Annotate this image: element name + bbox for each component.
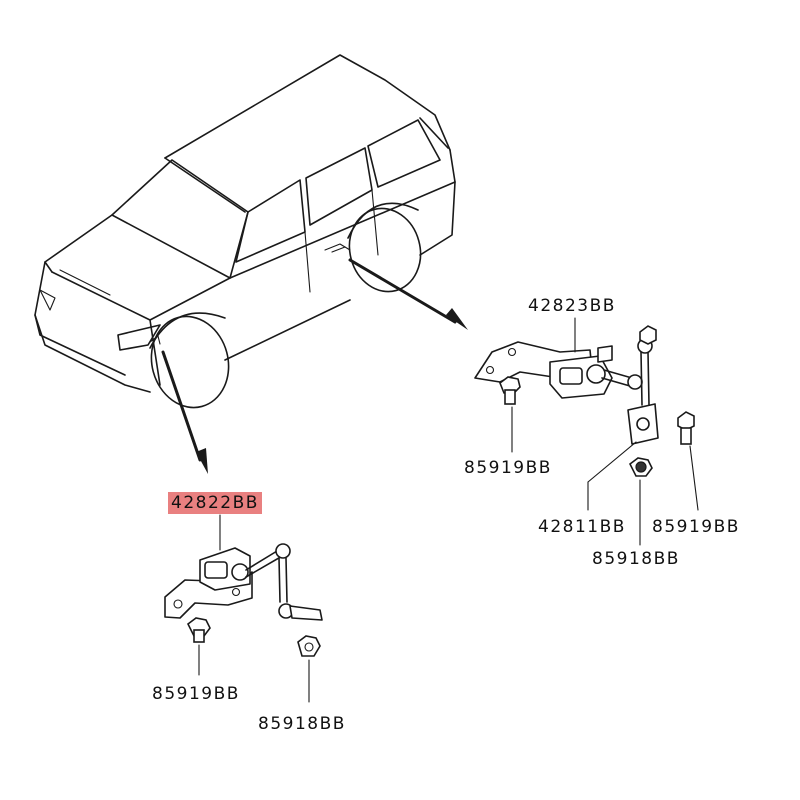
part-label-rear-right-bolt: 85919BB bbox=[652, 517, 740, 537]
rear-nut-icon bbox=[628, 457, 653, 546]
part-label-rear-left-bolt: 85919BB bbox=[464, 458, 552, 478]
part-label-42823BB: 42823BB bbox=[528, 296, 616, 316]
front-nut-icon bbox=[297, 635, 321, 703]
part-label-front-nut: 85918BB bbox=[258, 714, 346, 734]
part-label-42822BB: 42822BB bbox=[168, 492, 262, 514]
part-label-42811BB: 42811BB bbox=[538, 517, 626, 537]
vehicle-outline bbox=[34, 54, 456, 409]
rear-left-bolt-icon bbox=[499, 376, 521, 453]
front-bolt-icon bbox=[186, 617, 211, 676]
arrow-front bbox=[161, 350, 208, 474]
front-height-sensor bbox=[164, 514, 323, 621]
rear-height-sensor bbox=[474, 317, 653, 406]
arrow-rear bbox=[348, 258, 468, 330]
part-label-front-bolt: 85919BB bbox=[152, 684, 240, 704]
part-label-rear-nut: 85918BB bbox=[592, 549, 680, 569]
rear-link-bolt-icon bbox=[639, 325, 657, 345]
rear-bracket-icon bbox=[587, 403, 659, 511]
rear-right-bolt-icon bbox=[677, 411, 699, 511]
